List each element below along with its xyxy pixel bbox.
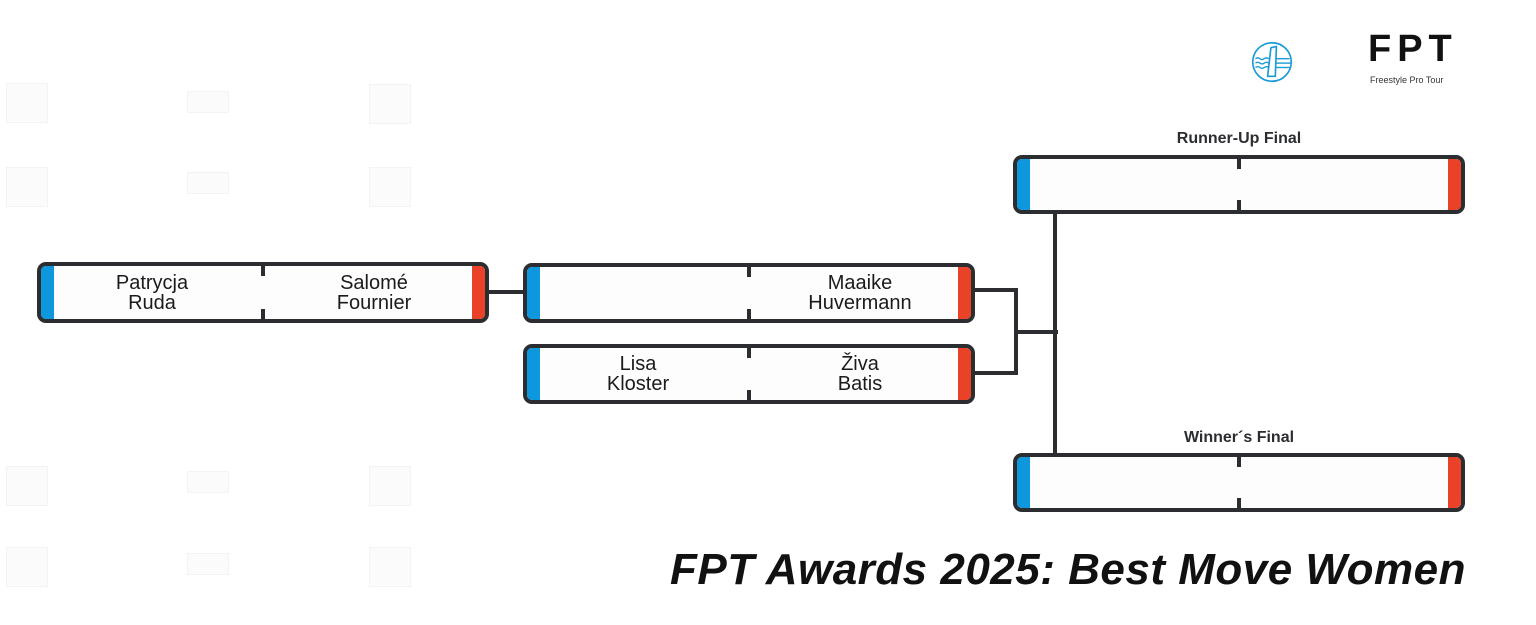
divider-tick <box>1237 498 1241 508</box>
ghost-placeholder <box>6 466 48 506</box>
blue-competitor: Lisa Kloster <box>606 353 670 395</box>
match-round1[interactable]: Patrycja Ruda Salomé Fournier <box>37 262 489 323</box>
match-runner-up-final[interactable] <box>1013 155 1465 214</box>
divider-tick <box>1237 159 1241 169</box>
divider-tick <box>747 348 751 358</box>
ghost-placeholder <box>369 547 411 587</box>
divider-tick <box>747 267 751 277</box>
divider-tick <box>1237 457 1241 467</box>
bracket-connector <box>489 290 525 294</box>
ghost-placeholder <box>369 167 411 207</box>
runner-up-final-label: Runner-Up Final <box>1176 130 1302 147</box>
match-semifinal-2[interactable]: Lisa Kloster Živa Batis <box>523 344 975 404</box>
bracket-connector <box>1014 330 1058 334</box>
divider-tick <box>747 309 751 319</box>
logo-subtitle: Freestyle Pro Tour <box>1370 75 1444 85</box>
ghost-placeholder <box>187 172 229 194</box>
red-side-marker <box>1448 457 1461 508</box>
ghost-placeholder <box>187 91 229 113</box>
ghost-placeholder <box>6 83 48 123</box>
red-competitor: Maaike Huvermann <box>808 272 912 314</box>
blue-competitor <box>527 267 749 319</box>
match-semifinal-1[interactable]: Maaike Huvermann <box>523 263 975 323</box>
logo-text: FPT <box>1368 28 1458 70</box>
bracket-connector <box>1053 210 1057 456</box>
divider-tick <box>261 266 265 276</box>
page-title: FPT Awards 2025: Best Move Women <box>670 545 1466 594</box>
blue-side-marker <box>41 266 54 319</box>
blue-competitor <box>1017 457 1239 508</box>
ghost-placeholder <box>6 167 48 207</box>
windsurf-logo-icon <box>1251 41 1293 83</box>
blue-competitor: Patrycja Ruda <box>115 271 189 314</box>
red-side-marker <box>958 267 971 319</box>
red-competitor <box>1239 457 1461 508</box>
blue-side-marker <box>1017 457 1030 508</box>
ghost-placeholder <box>369 466 411 506</box>
red-competitor: Salomé Fournier <box>336 271 412 314</box>
winners-final-label: Winner´s Final <box>1183 429 1295 446</box>
ghost-placeholder <box>187 471 229 493</box>
divider-tick <box>747 390 751 400</box>
bracket-connector <box>975 371 1018 375</box>
red-side-marker <box>958 348 971 400</box>
ghost-placeholder <box>187 553 229 575</box>
blue-competitor <box>1017 159 1239 210</box>
red-side-marker <box>1448 159 1461 210</box>
divider-tick <box>261 309 265 319</box>
red-side-marker <box>472 266 485 319</box>
blue-side-marker <box>1017 159 1030 210</box>
bracket-connector <box>975 288 1018 292</box>
blue-side-marker <box>527 348 540 400</box>
ghost-placeholder <box>6 547 48 587</box>
blue-side-marker <box>527 267 540 319</box>
divider-tick <box>1237 200 1241 210</box>
red-competitor: Živa Batis <box>837 353 883 395</box>
match-winners-final[interactable] <box>1013 453 1465 512</box>
ghost-placeholder <box>369 84 411 124</box>
red-competitor <box>1239 159 1461 210</box>
